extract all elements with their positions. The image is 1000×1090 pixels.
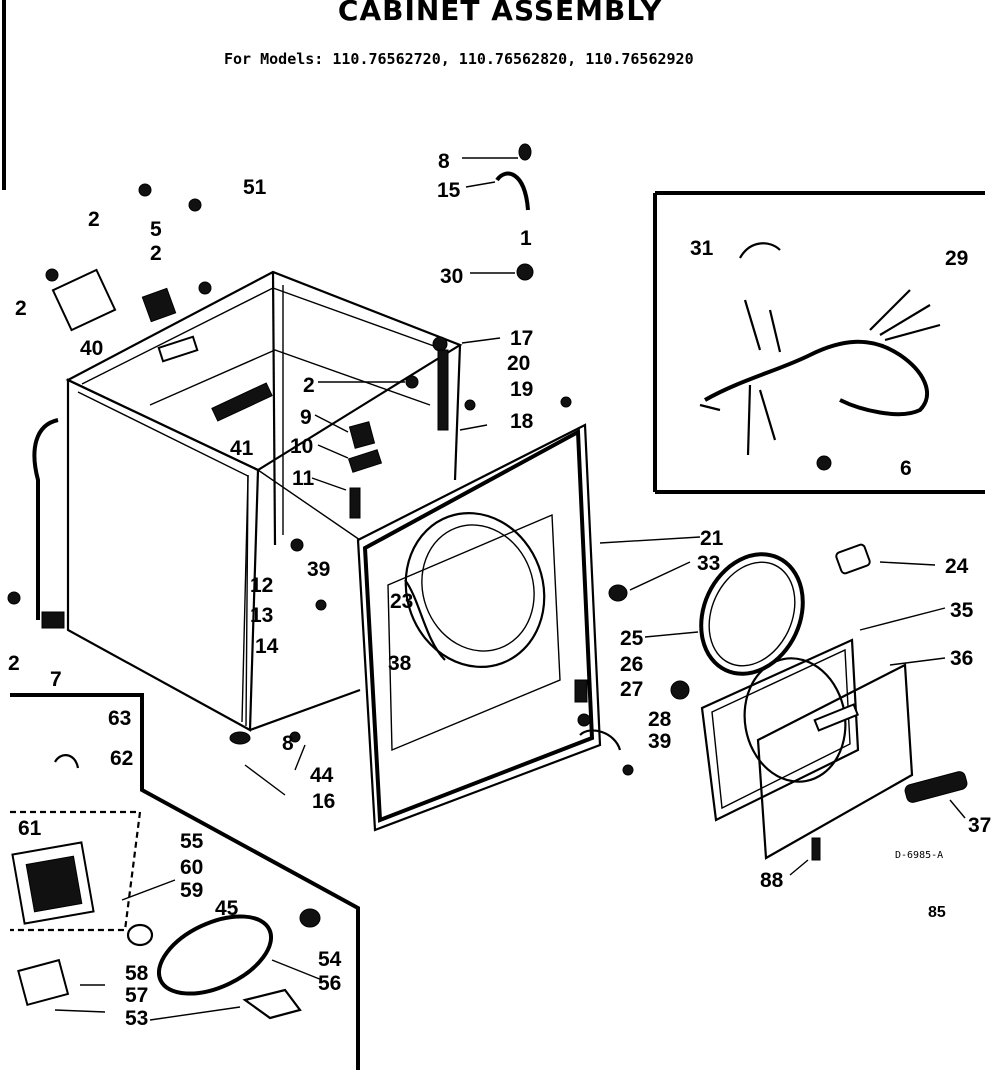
callout-61: 61 <box>18 817 42 840</box>
callout-2: 2 <box>15 297 27 320</box>
callout-12: 12 <box>250 574 273 597</box>
callout-31: 31 <box>690 237 714 260</box>
callout-60: 60 <box>180 856 203 879</box>
callout-63: 63 <box>108 707 131 730</box>
callout-24: 24 <box>945 555 969 578</box>
callout-2: 2 <box>8 652 20 675</box>
callout-6: 6 <box>900 457 912 480</box>
callout-62: 62 <box>110 747 133 770</box>
callout-15: 15 <box>437 179 461 202</box>
callout-19: 19 <box>510 378 533 401</box>
wire-harness-inset <box>653 191 985 494</box>
callout-labels: 8 15 1 30 17 20 19 18 2 51 5 2 2 40 2 9 … <box>8 150 991 1030</box>
callout-18: 18 <box>510 410 534 433</box>
callout-30: 30 <box>440 265 463 288</box>
callout-28: 28 <box>648 708 672 731</box>
callout-1: 1 <box>520 227 532 250</box>
callout-21: 21 <box>700 527 724 550</box>
callout-2: 2 <box>150 242 162 265</box>
hardware-pieces <box>7 143 821 861</box>
callout-27: 27 <box>620 678 643 701</box>
callout-45: 45 <box>215 897 239 920</box>
front-panel <box>356 423 602 832</box>
callout-26: 26 <box>620 653 643 676</box>
callout-10: 10 <box>290 435 313 458</box>
callout-39: 39 <box>307 558 330 581</box>
callout-33: 33 <box>697 552 720 575</box>
callout-57: 57 <box>125 984 148 1007</box>
callout-8: 8 <box>438 150 450 173</box>
diagram-code: D-6985-A <box>895 850 943 861</box>
callout-39: 39 <box>648 730 671 753</box>
callout-29: 29 <box>945 247 968 270</box>
motor-inset-border <box>10 693 360 1070</box>
callout-36: 36 <box>950 647 973 670</box>
motor-parts <box>11 754 321 1020</box>
model-numbers: For Models: 110.76562720, 110.76562820, … <box>224 50 694 68</box>
callout-51: 51 <box>243 176 267 199</box>
callout-54: 54 <box>318 948 342 971</box>
cabinet-shell <box>32 270 463 732</box>
callout-14: 14 <box>255 635 279 658</box>
callout-56: 56 <box>318 972 341 995</box>
callout-11: 11 <box>292 467 315 490</box>
page-number: 85 <box>928 904 946 921</box>
callout-35: 35 <box>950 599 974 622</box>
callout-23: 23 <box>390 590 413 613</box>
callout-38: 38 <box>388 652 412 675</box>
callout-41: 41 <box>230 437 254 460</box>
callout-88: 88 <box>760 869 784 892</box>
callout-8: 8 <box>282 732 294 755</box>
callout-37: 37 <box>968 814 991 837</box>
callout-55: 55 <box>180 830 204 853</box>
callout-40: 40 <box>80 337 103 360</box>
callout-2: 2 <box>88 208 100 231</box>
callout-9: 9 <box>300 406 312 429</box>
door-assembly <box>699 543 968 860</box>
callout-59: 59 <box>180 879 203 902</box>
callout-2: 2 <box>303 374 315 397</box>
callout-53: 53 <box>125 1007 148 1030</box>
callout-13: 13 <box>250 604 273 627</box>
callout-25: 25 <box>620 627 644 650</box>
callout-20: 20 <box>507 352 530 375</box>
leader-lines <box>54 157 966 1021</box>
callout-17: 17 <box>510 327 533 350</box>
callout-44: 44 <box>310 764 334 787</box>
diagram-title: CABINET ASSEMBLY <box>337 0 663 27</box>
callout-7: 7 <box>50 668 62 691</box>
callout-5: 5 <box>150 218 162 241</box>
callout-58: 58 <box>125 962 149 985</box>
callout-16: 16 <box>312 790 335 813</box>
